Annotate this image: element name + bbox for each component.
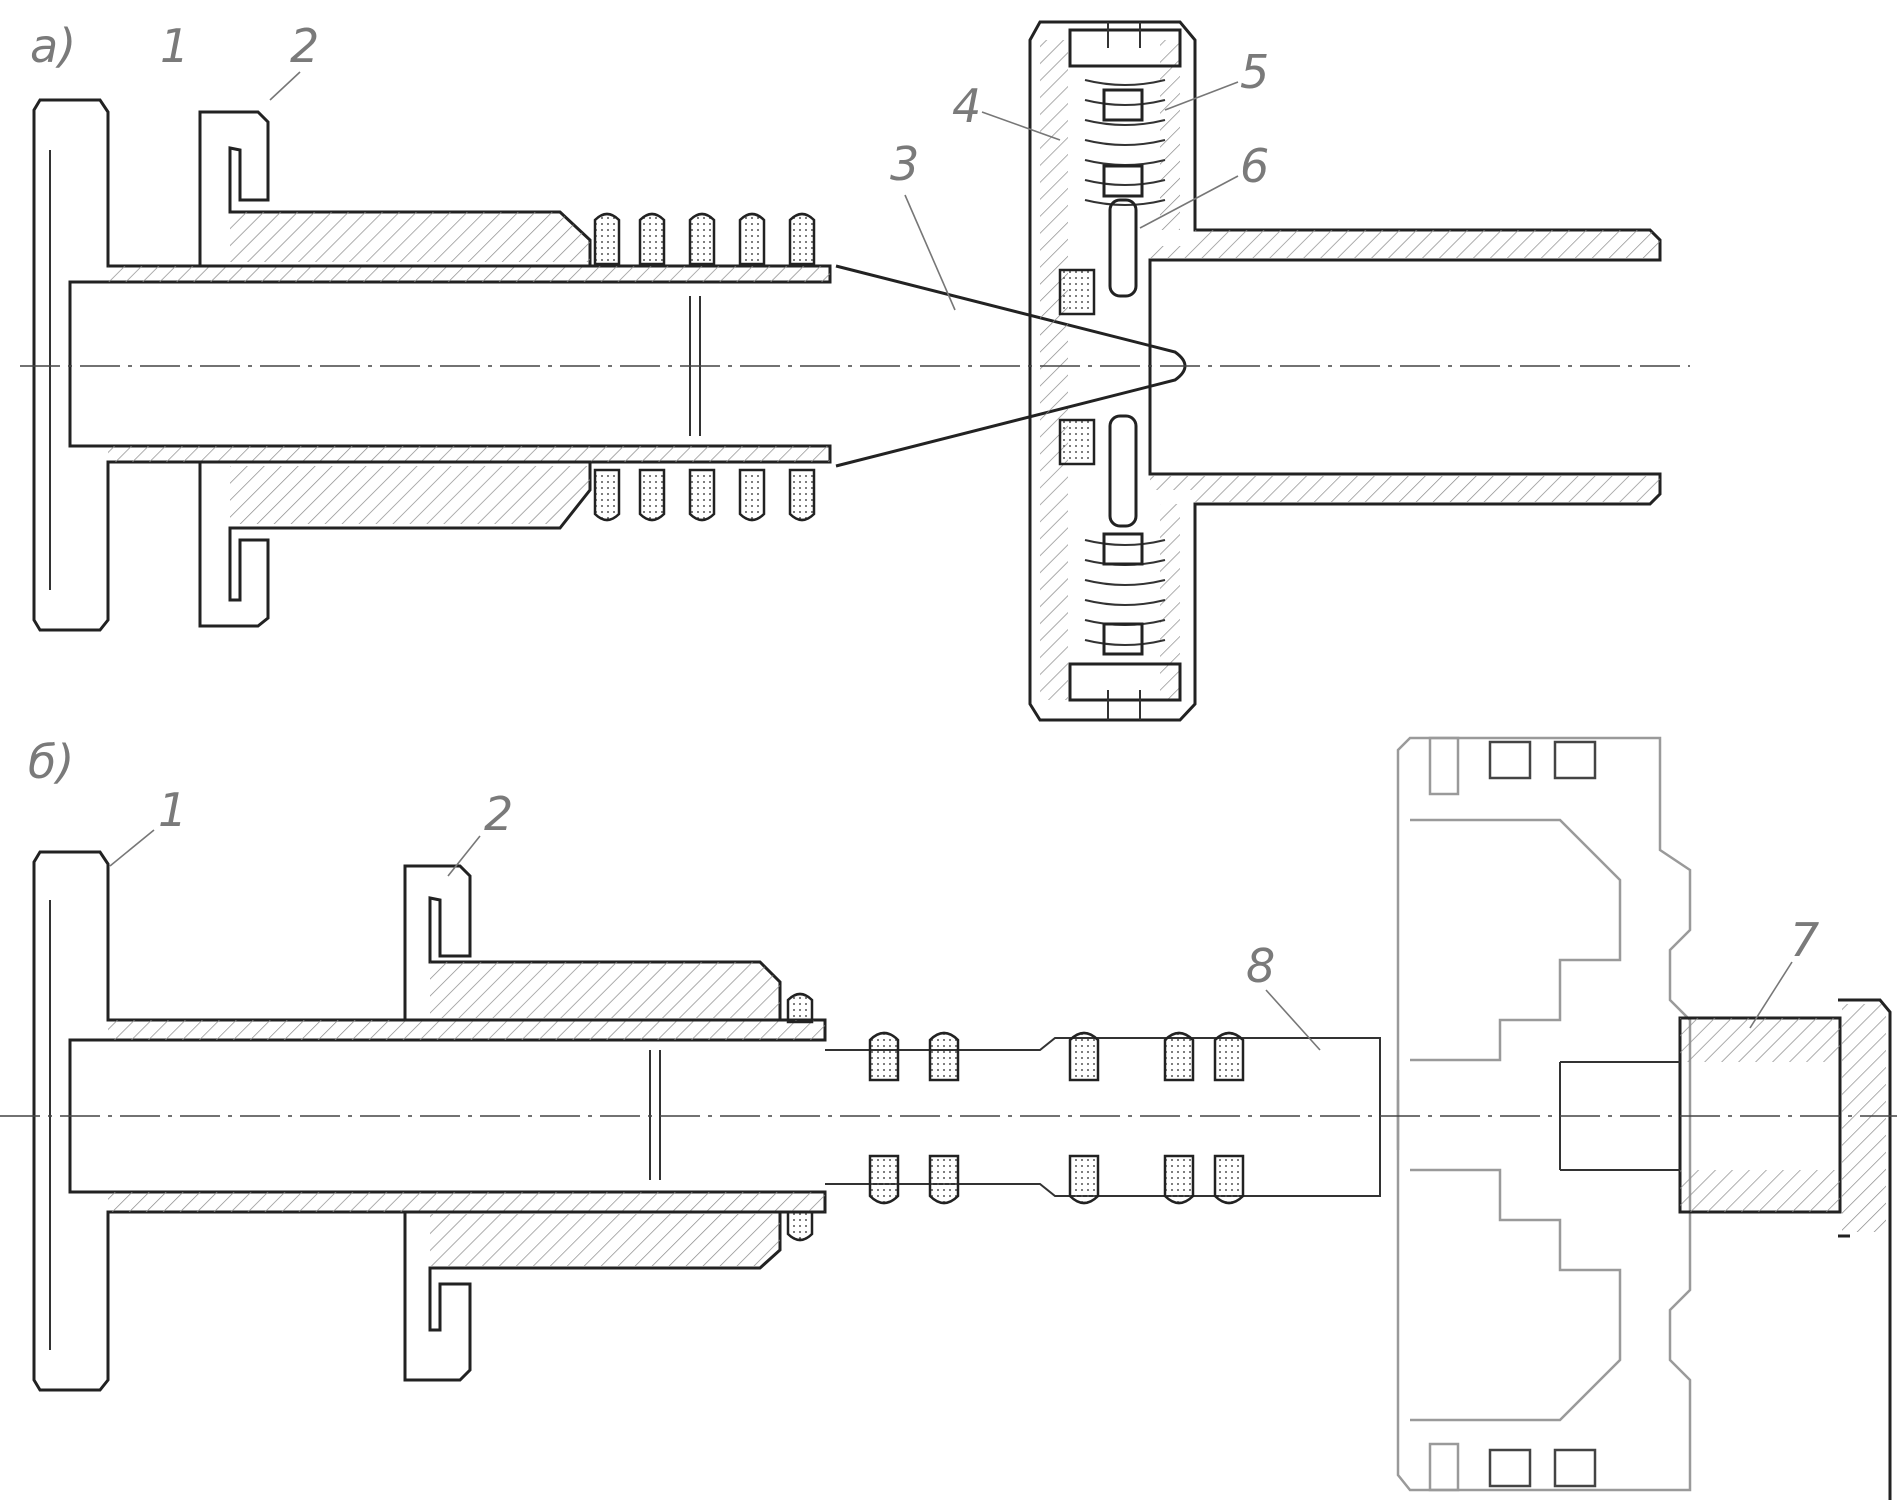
- part-b-nut-2: [403, 864, 782, 1382]
- part-a-body-seal-lower: [1058, 418, 1096, 466]
- part-b-label-1: 1: [158, 783, 187, 837]
- part-b-view-label: б): [28, 735, 74, 789]
- part-a-nut-2: [198, 110, 592, 628]
- part-a-label-5: 5: [1240, 45, 1269, 99]
- part-a-plungers-6: [1102, 88, 1144, 656]
- part-a-label-3: 3: [890, 137, 919, 191]
- part-b-housing: [1396, 736, 1692, 1492]
- part-a-label-6: 6: [1240, 139, 1269, 193]
- part-a-seal-rings-lower: [593, 468, 816, 522]
- part-b-seal-rings-lower: [786, 1154, 1245, 1242]
- part-b-assembly: б): [0, 735, 1897, 1500]
- part-a-label-2: 2: [290, 19, 319, 73]
- part-b-rod-8: [825, 1037, 1381, 1197]
- part-a-seal-rings-upper: [593, 212, 816, 266]
- part-b-label-7: 7: [1790, 913, 1819, 967]
- part-b-label-8: 8: [1246, 939, 1275, 993]
- part-a-assembly: a): [20, 19, 1690, 722]
- part-b-label-2: 2: [484, 787, 513, 841]
- part-a-label-1: 1: [160, 19, 189, 73]
- part-b-fitting-7: [1559, 998, 1892, 1500]
- part-a-flange-1: [32, 98, 832, 632]
- part-b-flange-1: [32, 850, 827, 1392]
- part-a-label-4: 4: [952, 79, 981, 133]
- part-a-valve-body: [1028, 20, 1662, 722]
- part-a-body-seal-upper: [1058, 268, 1096, 316]
- part-b-seal-rings-upper: [786, 992, 1245, 1082]
- part-a-view-label: a): [30, 19, 76, 73]
- part-b-housing-seals: [1488, 740, 1597, 1488]
